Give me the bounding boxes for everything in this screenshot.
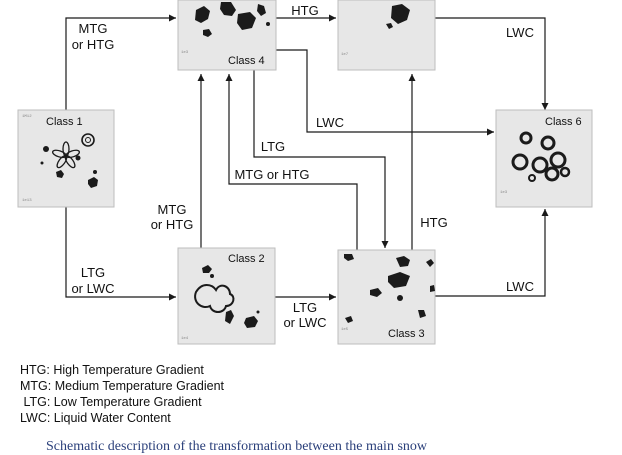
- label-class4-class3: LTG: [261, 139, 285, 154]
- label-class3-class6: LWC: [506, 279, 534, 294]
- class-2-code: 1e4: [181, 337, 189, 341]
- class-6-code: 1e3: [500, 191, 508, 195]
- class-3-crystals: [344, 254, 435, 323]
- arrow-class1-to-class2: [65, 207, 176, 301]
- label-class2-class4-line2: or HTG: [151, 217, 194, 232]
- class-3-code: 1e5: [341, 328, 349, 332]
- figure-caption: Schematic description of the transformat…: [46, 439, 428, 454]
- arrow-class4-to-class3: [253, 70, 389, 248]
- label-class1-class2-line2: or LWC: [71, 281, 114, 296]
- class-1-crystals: [40, 133, 98, 188]
- class-1-label: Class 1: [46, 116, 83, 128]
- legend-htg: HTG: High Temperature Gradient: [20, 363, 204, 377]
- class-2-node: Class 2 1e4: [177, 247, 276, 345]
- class-6-crystals: [511, 131, 571, 182]
- label-class2-class3-line1: LTG: [293, 300, 317, 315]
- class-1-node: Class 1 1M12 1e13: [17, 109, 115, 208]
- class-4-node: Class 4 1e3: [177, 0, 277, 71]
- class-6-label: Class 6: [545, 116, 582, 128]
- label-class2-class3-line2: or LWC: [283, 315, 326, 330]
- arrow-class3-to-class6: [435, 209, 549, 297]
- class-4-label: Class 4: [228, 55, 265, 67]
- arrow-class1-to-class4: [65, 14, 176, 110]
- class-5-code: 1e7: [341, 53, 349, 57]
- arrow-class4-to-class6: [276, 49, 494, 136]
- class-5-node: 1e7: [337, 0, 436, 71]
- legend-ltg: LTG: Low Temperature Gradient: [20, 395, 202, 409]
- label-class4-class5: HTG: [291, 3, 318, 18]
- label-class1-class4-line2: or HTG: [72, 37, 115, 52]
- arrow-class3-to-class4: [225, 74, 358, 250]
- legend-lwc: LWC: Liquid Water Content: [20, 411, 171, 425]
- arrow-class5-to-class6: [435, 17, 549, 110]
- class-3-label: Class 3: [388, 328, 425, 340]
- legend: HTG: High Temperature Gradient MTG: Medi…: [20, 362, 224, 426]
- class-4-crystals: [195, 2, 270, 37]
- class-6-node: Class 6 1e3: [495, 109, 593, 208]
- label-class1-class4-line1: MTG: [79, 21, 108, 36]
- label-class2-class4-line1: MTG: [158, 202, 187, 217]
- label-class5-class6: LWC: [506, 25, 534, 40]
- label-class4-class6: LWC: [316, 115, 344, 130]
- class-1-code-top: 1M12: [22, 115, 32, 119]
- legend-mtg: MTG: Medium Temperature Gradient: [20, 379, 225, 393]
- class-1-code-bottom: 1e13: [22, 199, 32, 203]
- label-class3-class5: HTG: [420, 215, 447, 230]
- class-3-node: Class 3 1e5: [337, 249, 436, 345]
- class-2-crystals: [194, 265, 260, 328]
- class-4-code: 1e3: [181, 51, 189, 55]
- label-class3-class4: MTG or HTG: [234, 167, 309, 182]
- class-2-label: Class 2: [228, 253, 265, 265]
- label-class1-class2-line1: LTG: [81, 265, 105, 280]
- class-5-crystals: [386, 4, 410, 29]
